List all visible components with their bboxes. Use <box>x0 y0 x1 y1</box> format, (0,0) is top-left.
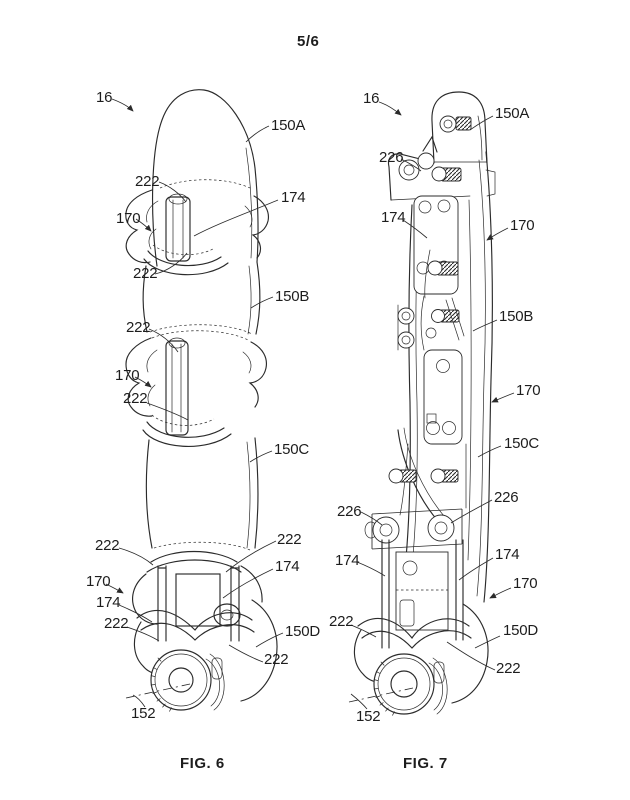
ref-label-150D: 150D <box>503 622 539 639</box>
ref-label-222: 222 <box>329 613 354 630</box>
ref-label-174: 174 <box>335 552 360 569</box>
ref-label-226: 226 <box>494 489 519 506</box>
ref-label-16: 16 <box>96 89 113 106</box>
ref-label-174: 174 <box>495 546 520 563</box>
ref-label-170: 170 <box>513 575 538 592</box>
ref-label-170: 170 <box>516 382 541 399</box>
ref-label-222: 222 <box>496 660 521 677</box>
ref-label-150A: 150A <box>495 105 530 122</box>
ref-label-222: 222 <box>277 531 302 548</box>
ref-label-150B: 150B <box>499 308 534 325</box>
ref-label-150A: 150A <box>271 117 306 134</box>
ref-label-222: 222 <box>123 390 148 407</box>
ref-label-170: 170 <box>510 217 535 234</box>
fig7-drawing <box>348 91 515 716</box>
ref-label-150C: 150C <box>274 441 310 458</box>
ref-label-222: 222 <box>135 173 160 190</box>
ref-label-170: 170 <box>116 210 141 227</box>
ref-label-222: 222 <box>133 265 158 282</box>
ref-label-174: 174 <box>281 189 306 206</box>
ref-label-226: 226 <box>379 149 404 166</box>
ref-label-222: 222 <box>95 537 120 554</box>
ref-label-174: 174 <box>381 209 406 226</box>
fig6-drawing <box>105 89 284 712</box>
sheet-number: 5/6 <box>297 33 320 50</box>
ref-label-150B: 150B <box>275 288 310 305</box>
ref-label-150C: 150C <box>504 435 540 452</box>
ref-label-222: 222 <box>126 319 151 336</box>
fig6-caption: FIG. 6 <box>180 755 225 772</box>
ref-label-222: 222 <box>264 651 289 668</box>
ref-label-150D: 150D <box>285 623 321 640</box>
ref-label-222: 222 <box>104 615 129 632</box>
ref-label-174: 174 <box>96 594 121 611</box>
ref-label-170: 170 <box>115 367 140 384</box>
ref-label-16: 16 <box>363 90 380 107</box>
fig7-caption: FIG. 7 <box>403 755 448 772</box>
ref-label-170: 170 <box>86 573 111 590</box>
ref-label-226: 226 <box>337 503 362 520</box>
ref-label-152: 152 <box>131 705 156 722</box>
ref-label-152: 152 <box>356 708 381 725</box>
ref-label-174: 174 <box>275 558 300 575</box>
